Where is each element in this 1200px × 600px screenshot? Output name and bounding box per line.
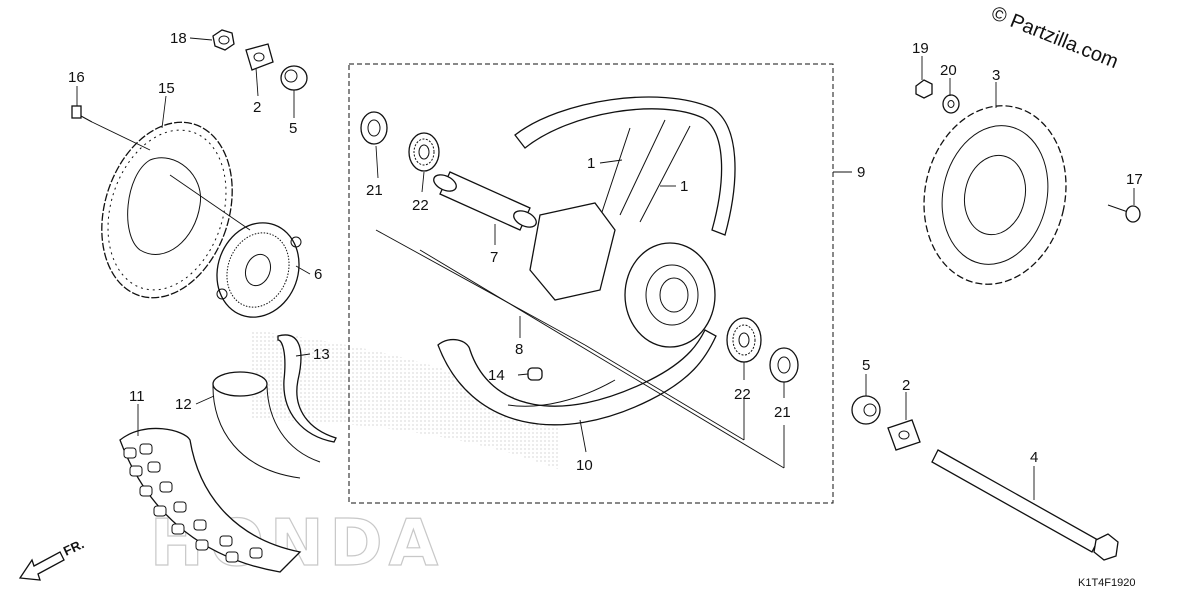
callout-3: 3: [992, 67, 1000, 84]
callout-2-right: 2: [902, 377, 910, 394]
wheel-assembly-frame: [348, 63, 834, 504]
callout-17: 17: [1126, 171, 1143, 188]
sprocket-washer-part: [942, 94, 960, 114]
sprocket-nut-part: [915, 79, 933, 99]
disc-hub-part: [216, 222, 302, 318]
callout-10: 10: [576, 457, 593, 474]
side-collar-part-right: [851, 395, 881, 425]
brake-disc-part: [101, 121, 233, 299]
lock-nut-part: [212, 29, 235, 51]
callout-2-top: 2: [253, 99, 261, 116]
callout-21-right: 21: [774, 404, 791, 421]
rear-axle-part: [931, 449, 1119, 561]
callout-4: 4: [1030, 449, 1038, 466]
valve-cap-part: [527, 367, 543, 381]
callout-8: 8: [515, 341, 523, 358]
callout-20: 20: [940, 62, 957, 79]
callout-1-b: 1: [680, 178, 688, 195]
sprocket-bolt-part: [1107, 204, 1141, 223]
callout-13: 13: [313, 346, 330, 363]
dust-seal-part-right: [769, 347, 799, 383]
callout-1-a: 1: [587, 155, 595, 172]
side-collar-part-top: [280, 65, 308, 91]
chain-adjuster-part-right: [887, 419, 921, 451]
callout-5-right: 5: [862, 357, 870, 374]
bearing-part-right: [726, 317, 762, 363]
front-direction-label: FR.: [61, 536, 86, 558]
front-direction-arrow: FR.: [18, 536, 86, 581]
bearing-part-left: [408, 132, 440, 172]
diagram-code: K1T4F1920: [1078, 577, 1135, 589]
hub-part: [529, 202, 716, 348]
callout-6: 6: [314, 266, 322, 283]
drive-sprocket-part: [923, 105, 1067, 285]
callout-7: 7: [490, 249, 498, 266]
watermark-text: © Partzilla.com: [988, 2, 1121, 73]
rim-part: [437, 96, 736, 426]
callout-22-left: 22: [412, 197, 429, 214]
callout-5-top: 5: [289, 120, 297, 137]
spokes-part: [599, 119, 691, 223]
callout-11: 11: [129, 388, 145, 405]
chain-adjuster-part-top: [245, 43, 274, 71]
callout-22-right: 22: [734, 386, 751, 403]
callout-12: 12: [175, 396, 192, 413]
callout-labels: 18 2 5 16 15 6 13 12 11 21 22 7 8 14 10 …: [68, 30, 1143, 474]
axle-sleeve-part: [433, 171, 537, 231]
leader-lines: [76, 37, 1135, 500]
inner-tube-part: [212, 371, 321, 479]
callout-19: 19: [912, 40, 929, 57]
callout-21-left: 21: [366, 182, 383, 199]
callout-16: 16: [68, 69, 85, 86]
rim-band-part: [277, 334, 337, 443]
callout-14: 14: [488, 367, 505, 384]
callout-18: 18: [170, 30, 187, 47]
tire-part: [119, 427, 302, 573]
dust-seal-part-left: [360, 111, 388, 145]
callout-9: 9: [857, 164, 865, 181]
callout-15: 15: [158, 80, 175, 97]
disc-bolt-part: [71, 105, 93, 123]
